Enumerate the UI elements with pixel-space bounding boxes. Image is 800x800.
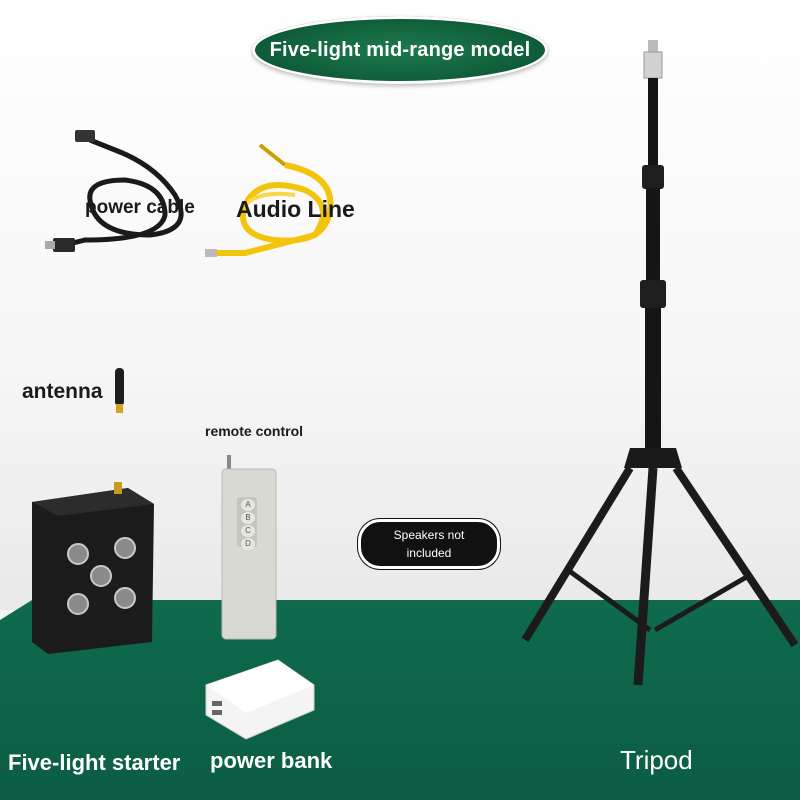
remote-button-list: A B C D: [241, 499, 255, 550]
tripod-label: Tripod: [620, 745, 693, 775]
remote-control-label: remote control: [205, 423, 304, 439]
five-light-starter-label: Five-light starter: [8, 750, 181, 775]
remote-control-image: [221, 455, 277, 640]
tripod-image: [521, 40, 799, 686]
power-bank-label: power bank: [210, 748, 333, 773]
audio-line-label: Audio Line: [236, 196, 355, 222]
page-title: Five-light mid-range model: [252, 16, 548, 84]
remote-button-c: C: [241, 525, 255, 537]
power-cable-image: [45, 130, 184, 252]
notice-line-2: included: [406, 546, 452, 560]
five-light-starter-image: [32, 482, 154, 654]
antenna-image: [115, 368, 124, 413]
notice-line-1: Speakers not: [393, 528, 465, 542]
remote-button-d: D: [241, 538, 255, 550]
power-bank-image: [205, 659, 315, 740]
remote-button-a: A: [241, 499, 255, 511]
antenna-label: antenna: [22, 380, 103, 403]
speakers-notice-badge: Speakers not included: [358, 519, 500, 569]
audio-line-image: [205, 143, 334, 257]
power-cable-label: power cable: [85, 197, 195, 218]
remote-button-b: B: [241, 512, 255, 524]
